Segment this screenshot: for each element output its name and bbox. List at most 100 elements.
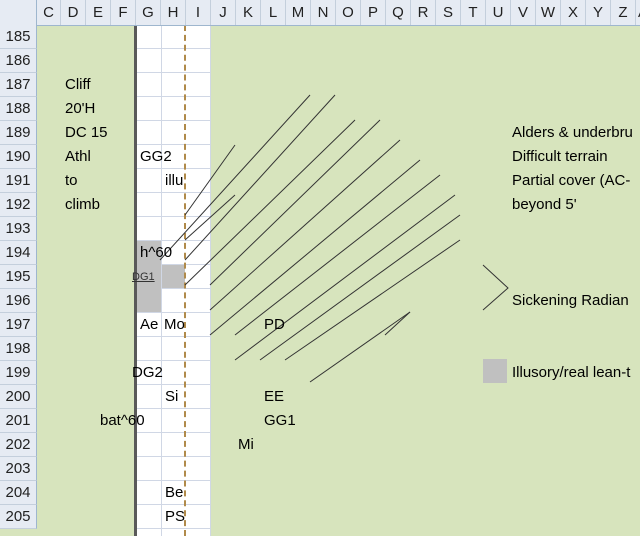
legend-illusory[interactable]: Illusory/real lean-t	[512, 364, 631, 381]
legend-sickening[interactable]: Sickening Radian	[512, 292, 629, 309]
cell-pd[interactable]: PD	[264, 316, 285, 333]
row-header-197[interactable]: 197	[0, 313, 37, 337]
row-header-196[interactable]: 196	[0, 289, 37, 313]
cell-dg2[interactable]: DG2	[132, 364, 163, 381]
cell-mo[interactable]: Mo	[164, 316, 185, 333]
row-header-186[interactable]: 186	[0, 49, 37, 73]
gridline	[136, 48, 211, 49]
cell-mi[interactable]: Mi	[238, 436, 254, 453]
row-header-192[interactable]: 192	[0, 193, 37, 217]
legend-partial[interactable]: Partial cover (AC-	[512, 172, 631, 189]
column-header-d[interactable]: D	[61, 0, 86, 25]
cell-athl[interactable]: Athl	[65, 148, 91, 165]
gridline	[136, 168, 211, 169]
row-header-205[interactable]: 205	[0, 505, 37, 529]
gridline	[136, 120, 211, 121]
row-header-193[interactable]: 193	[0, 217, 37, 241]
row-header-187[interactable]: 187	[0, 73, 37, 97]
column-header-i[interactable]: I	[186, 0, 211, 25]
row-header-195[interactable]: 195	[0, 265, 37, 289]
cell-dg1[interactable]: DG1	[132, 271, 155, 283]
row-header-200[interactable]: 200	[0, 385, 37, 409]
column-header-v[interactable]: V	[511, 0, 536, 25]
row-header-188[interactable]: 188	[0, 97, 37, 121]
row-header-190[interactable]: 190	[0, 145, 37, 169]
gridline	[136, 360, 211, 361]
row-header-202[interactable]: 202	[0, 433, 37, 457]
cell-climb[interactable]: climb	[65, 196, 101, 213]
cell-to[interactable]: to	[65, 172, 78, 189]
column-header-g[interactable]: G	[136, 0, 161, 25]
column-header-aa[interactable]: AA	[636, 0, 640, 25]
select-all-corner[interactable]	[0, 0, 37, 25]
cell-height[interactable]: 20'H	[65, 100, 96, 117]
column-header-q[interactable]: Q	[386, 0, 411, 25]
gray-block-g196	[137, 288, 161, 312]
gridline	[136, 528, 211, 529]
column-header-e[interactable]: E	[86, 0, 111, 25]
column-header-c[interactable]: C	[37, 0, 61, 25]
legend-alders[interactable]: Alders & underbru	[512, 124, 633, 141]
column-header-x[interactable]: X	[561, 0, 586, 25]
legend-gray-swatch	[483, 359, 507, 383]
column-header-u[interactable]: U	[486, 0, 511, 25]
column-header-w[interactable]: W	[536, 0, 561, 25]
cell-bat60[interactable]: bat^60	[100, 412, 145, 429]
row-header-199[interactable]: 199	[0, 361, 37, 385]
cell-ae[interactable]: Ae	[140, 316, 159, 333]
column-header-f[interactable]: F	[111, 0, 136, 25]
column-header-j[interactable]: J	[211, 0, 236, 25]
column-header-m[interactable]: M	[286, 0, 311, 25]
legend-difficult[interactable]: Difficult terrain	[512, 148, 608, 165]
cell-h60[interactable]: h^60	[140, 244, 173, 261]
column-header-bar	[0, 0, 640, 26]
row-header-185[interactable]: 185	[0, 25, 37, 49]
row-header-201[interactable]: 201	[0, 409, 37, 433]
column-header-n[interactable]: N	[311, 0, 336, 25]
gridline	[136, 384, 211, 385]
row-header-194[interactable]: 194	[0, 241, 37, 265]
legend-beyond[interactable]: beyond 5'	[512, 196, 577, 213]
cell-cliff[interactable]: Cliff	[65, 76, 91, 93]
row-header-204[interactable]: 204	[0, 481, 37, 505]
cell-si[interactable]: Si	[165, 388, 179, 405]
column-header-k[interactable]: K	[236, 0, 261, 25]
gridline	[136, 504, 211, 505]
gridline	[161, 25, 162, 536]
column-header-p[interactable]: P	[361, 0, 386, 25]
cell-dc[interactable]: DC 15	[65, 124, 108, 141]
column-header-z[interactable]: Z	[611, 0, 636, 25]
cell-ee[interactable]: EE	[264, 388, 285, 405]
gridline	[136, 216, 211, 217]
cell-ps[interactable]: PS	[165, 508, 186, 525]
column-header-y[interactable]: Y	[586, 0, 611, 25]
gray-block-g194	[137, 241, 161, 265]
row-header-198[interactable]: 198	[0, 337, 37, 361]
row-header-189[interactable]: 189	[0, 121, 37, 145]
cell-be[interactable]: Be	[165, 484, 184, 501]
row-header-191[interactable]: 191	[0, 169, 37, 193]
gridline	[136, 240, 211, 241]
gridline	[136, 456, 211, 457]
gridline	[136, 288, 211, 289]
cell-illu[interactable]: illu	[165, 172, 184, 189]
gridline	[136, 264, 211, 265]
gridline	[136, 480, 211, 481]
gridline	[136, 432, 211, 433]
cell-gg1[interactable]: GG1	[264, 412, 296, 429]
gridline	[136, 192, 211, 193]
column-header-o[interactable]: O	[336, 0, 361, 25]
column-header-t[interactable]: T	[461, 0, 486, 25]
column-header-h[interactable]: H	[161, 0, 186, 25]
column-header-r[interactable]: R	[411, 0, 436, 25]
gridline	[136, 72, 211, 73]
column-header-s[interactable]: S	[436, 0, 461, 25]
cliff-wall-line	[134, 25, 137, 536]
gridline	[210, 25, 211, 536]
row-header-203[interactable]: 203	[0, 457, 37, 481]
cell-gg2[interactable]: GG2	[140, 148, 172, 165]
column-header-l[interactable]: L	[261, 0, 286, 25]
gridline	[136, 144, 211, 145]
